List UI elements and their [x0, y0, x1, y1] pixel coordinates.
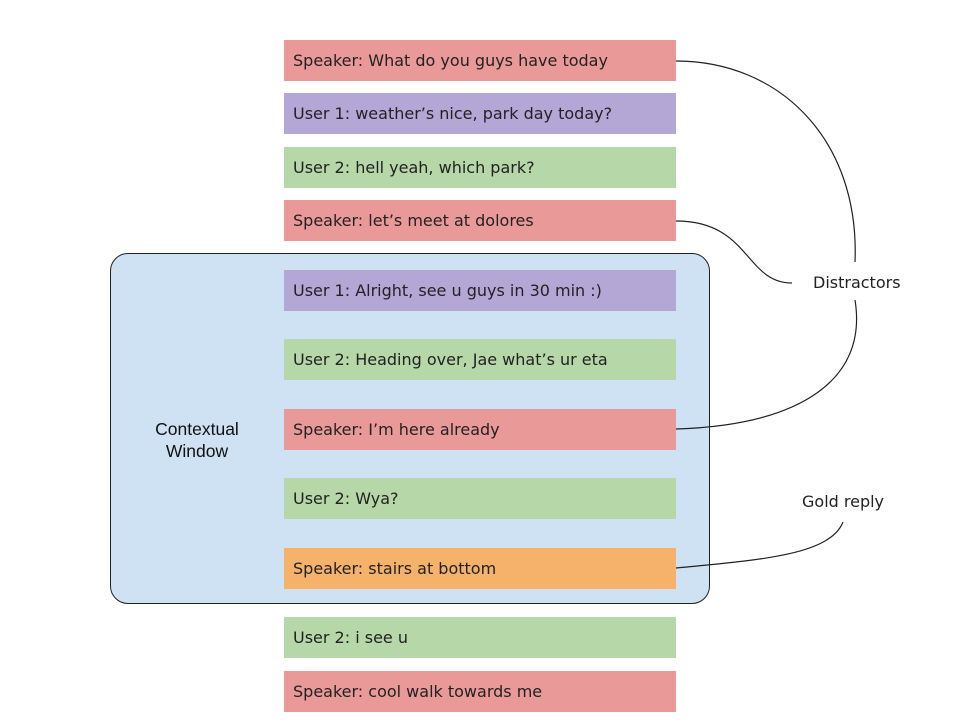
message-text: User 1: weather’s nice, park day today? — [293, 104, 613, 123]
message-text: Speaker: What do you guys have today — [293, 51, 608, 70]
message-text: Speaker: I’m here already — [293, 420, 500, 439]
message-text: Speaker: cool walk towards me — [293, 682, 543, 701]
window-label-line1: Contextual — [155, 419, 239, 439]
gold-message-box: Speaker: stairs at bottom — [284, 548, 676, 589]
message-box: User 2: Heading over, Jae what’s ur eta — [284, 339, 676, 380]
gold-reply-label: Gold reply — [802, 492, 885, 511]
message-box: User 1: weather’s nice, park day today? — [284, 93, 676, 134]
contextual-window-label: Contextual Window — [130, 418, 264, 462]
message-text: User 2: Wya? — [293, 489, 399, 508]
message-box: Speaker: What do you guys have today — [284, 40, 676, 81]
gold-reply-connector — [675, 521, 844, 569]
distractor-connector-bottom — [675, 299, 858, 430]
message-box: Speaker: cool walk towards me — [284, 671, 676, 712]
message-text: User 2: Heading over, Jae what’s ur eta — [293, 350, 608, 369]
message-text: User 2: hell yeah, which park? — [293, 158, 535, 177]
distractors-label: Distractors — [813, 273, 901, 292]
message-box: Speaker: I’m here already — [284, 409, 676, 450]
distractor-connector-top — [675, 60, 856, 263]
message-box: User 2: hell yeah, which park? — [284, 147, 676, 188]
message-box: User 2: Wya? — [284, 478, 676, 519]
message-text: Speaker: stairs at bottom — [293, 559, 497, 578]
message-box: Speaker: let’s meet at dolores — [284, 200, 676, 241]
message-text: User 2: i see u — [293, 628, 408, 647]
distractor-connector-mid — [675, 220, 793, 284]
message-text: Speaker: let’s meet at dolores — [293, 211, 534, 230]
message-text: User 1: Alright, see u guys in 30 min :) — [293, 281, 602, 300]
window-label-line2: Window — [165, 441, 229, 461]
message-box: User 2: i see u — [284, 617, 676, 658]
message-box: User 1: Alright, see u guys in 30 min :) — [284, 270, 676, 311]
